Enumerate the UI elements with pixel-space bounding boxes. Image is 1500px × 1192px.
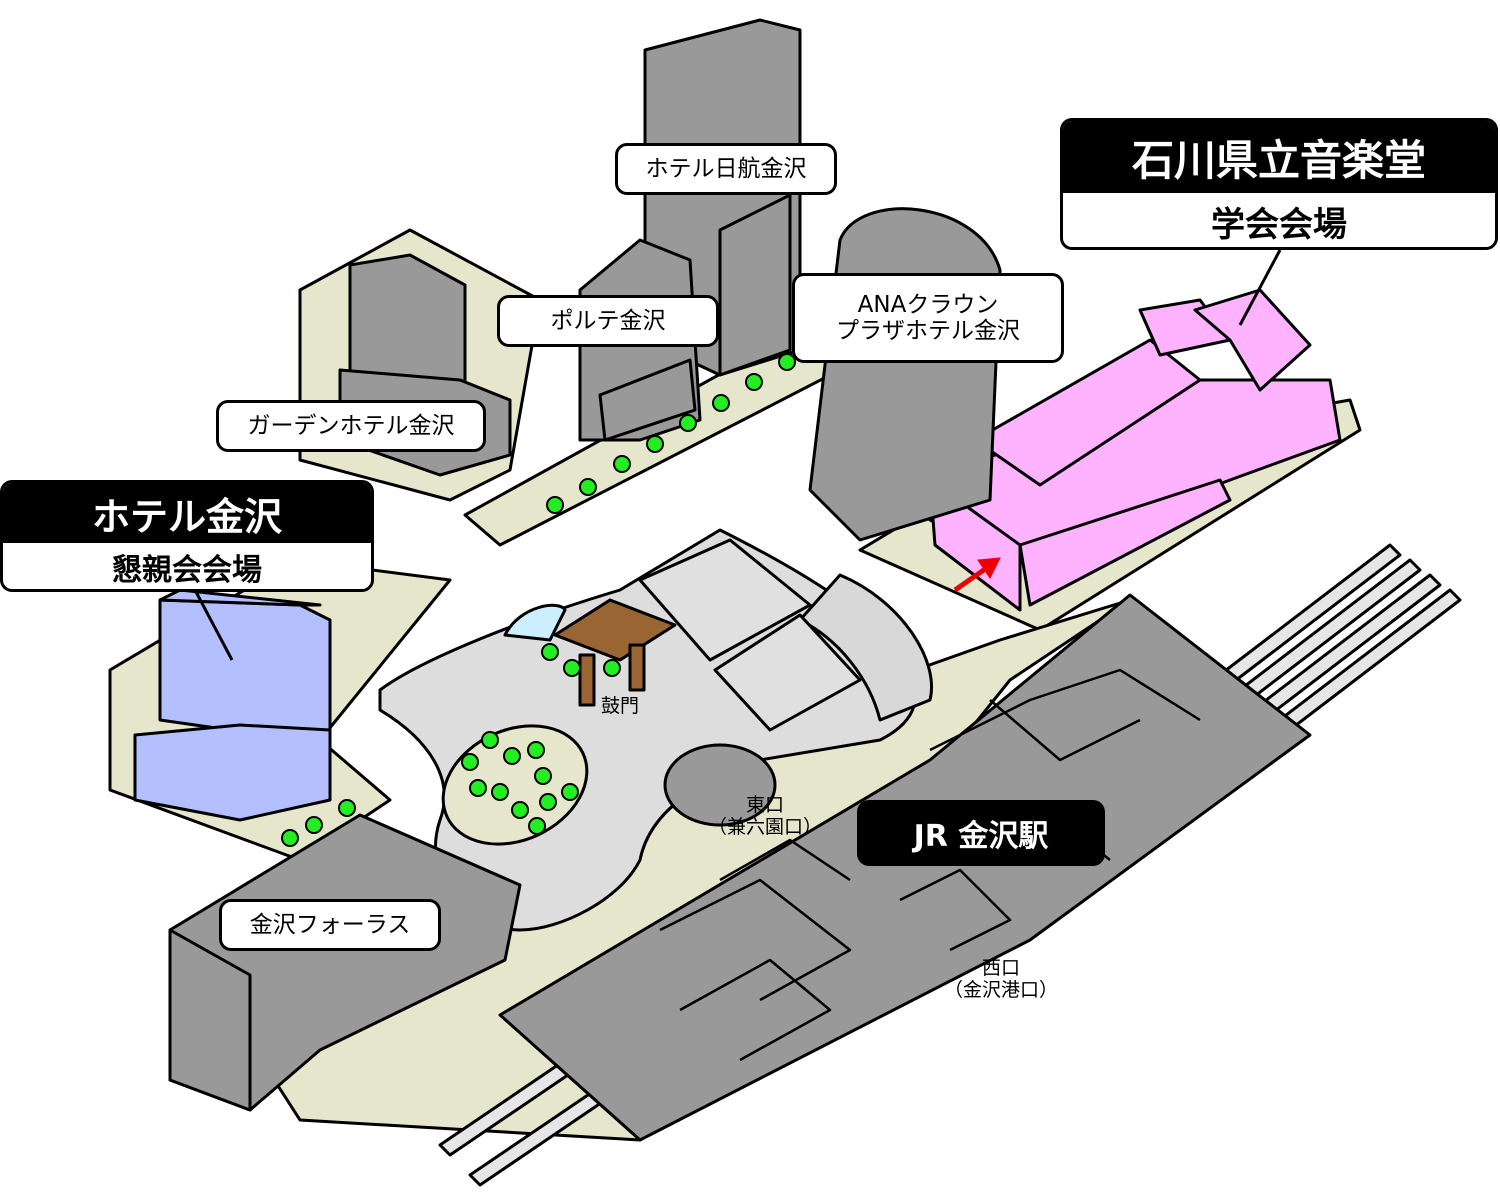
label-nikko: ホテル日航金沢 — [615, 143, 837, 195]
entrance-arrow — [953, 557, 1001, 593]
label-ana-line1: ANAクラウン — [857, 291, 999, 318]
trees — [281, 353, 796, 847]
bus-pool-2 — [713, 613, 862, 732]
fountain — [503, 603, 567, 642]
label-forus: 金沢フォーラス — [219, 899, 441, 951]
venue-subtitle: 学会会場 — [1211, 204, 1347, 245]
forus-building — [168, 813, 522, 1112]
label-porte: ポルテ金沢 — [497, 295, 719, 347]
venue-building — [928, 288, 1342, 612]
station-interior — [659, 668, 1201, 1062]
venue-label: 石川県立音楽堂 学会会場 — [1060, 118, 1498, 250]
label-ana-line2: プラザホテル金沢 — [836, 318, 1020, 344]
railway-tracks — [438, 543, 1462, 1187]
station-label: JR 金沢駅 — [857, 800, 1105, 866]
venue-title: 石川県立音楽堂 — [1063, 121, 1495, 193]
ana-building — [808, 207, 1002, 542]
tsuzumimon-gate — [553, 598, 677, 707]
west-exit-sub: （金沢港口） — [943, 978, 1058, 1001]
east-exit-dome — [663, 743, 777, 827]
label-east-exit: 東口 （兼六園口） — [700, 794, 830, 839]
west-exit-name: 西口 — [981, 957, 1020, 979]
venue-pointer — [1238, 249, 1282, 326]
bus-pool-1 — [638, 538, 812, 662]
hotel-label: ホテル金沢 懇親会会場 — [0, 480, 374, 592]
station-building — [498, 593, 1312, 1142]
east-exit-name: 東口 — [745, 794, 784, 816]
hotel-pointer — [193, 589, 234, 661]
hotel-subtitle: 懇親会会場 — [112, 553, 262, 588]
label-garden: ガーデンホテル金沢 — [216, 400, 486, 452]
label-west-exit: 西口 （金沢港口） — [936, 957, 1066, 1002]
hotel-kanazawa-building — [133, 588, 332, 822]
label-tsuzumimon: 鼓門 — [600, 695, 639, 717]
loop-road — [798, 573, 933, 722]
hotel-title: ホテル金沢 — [3, 483, 371, 543]
east-exit-sub: （兼六園口） — [707, 815, 822, 838]
label-ana: ANAクラウン プラザホテル金沢 — [792, 273, 1064, 363]
